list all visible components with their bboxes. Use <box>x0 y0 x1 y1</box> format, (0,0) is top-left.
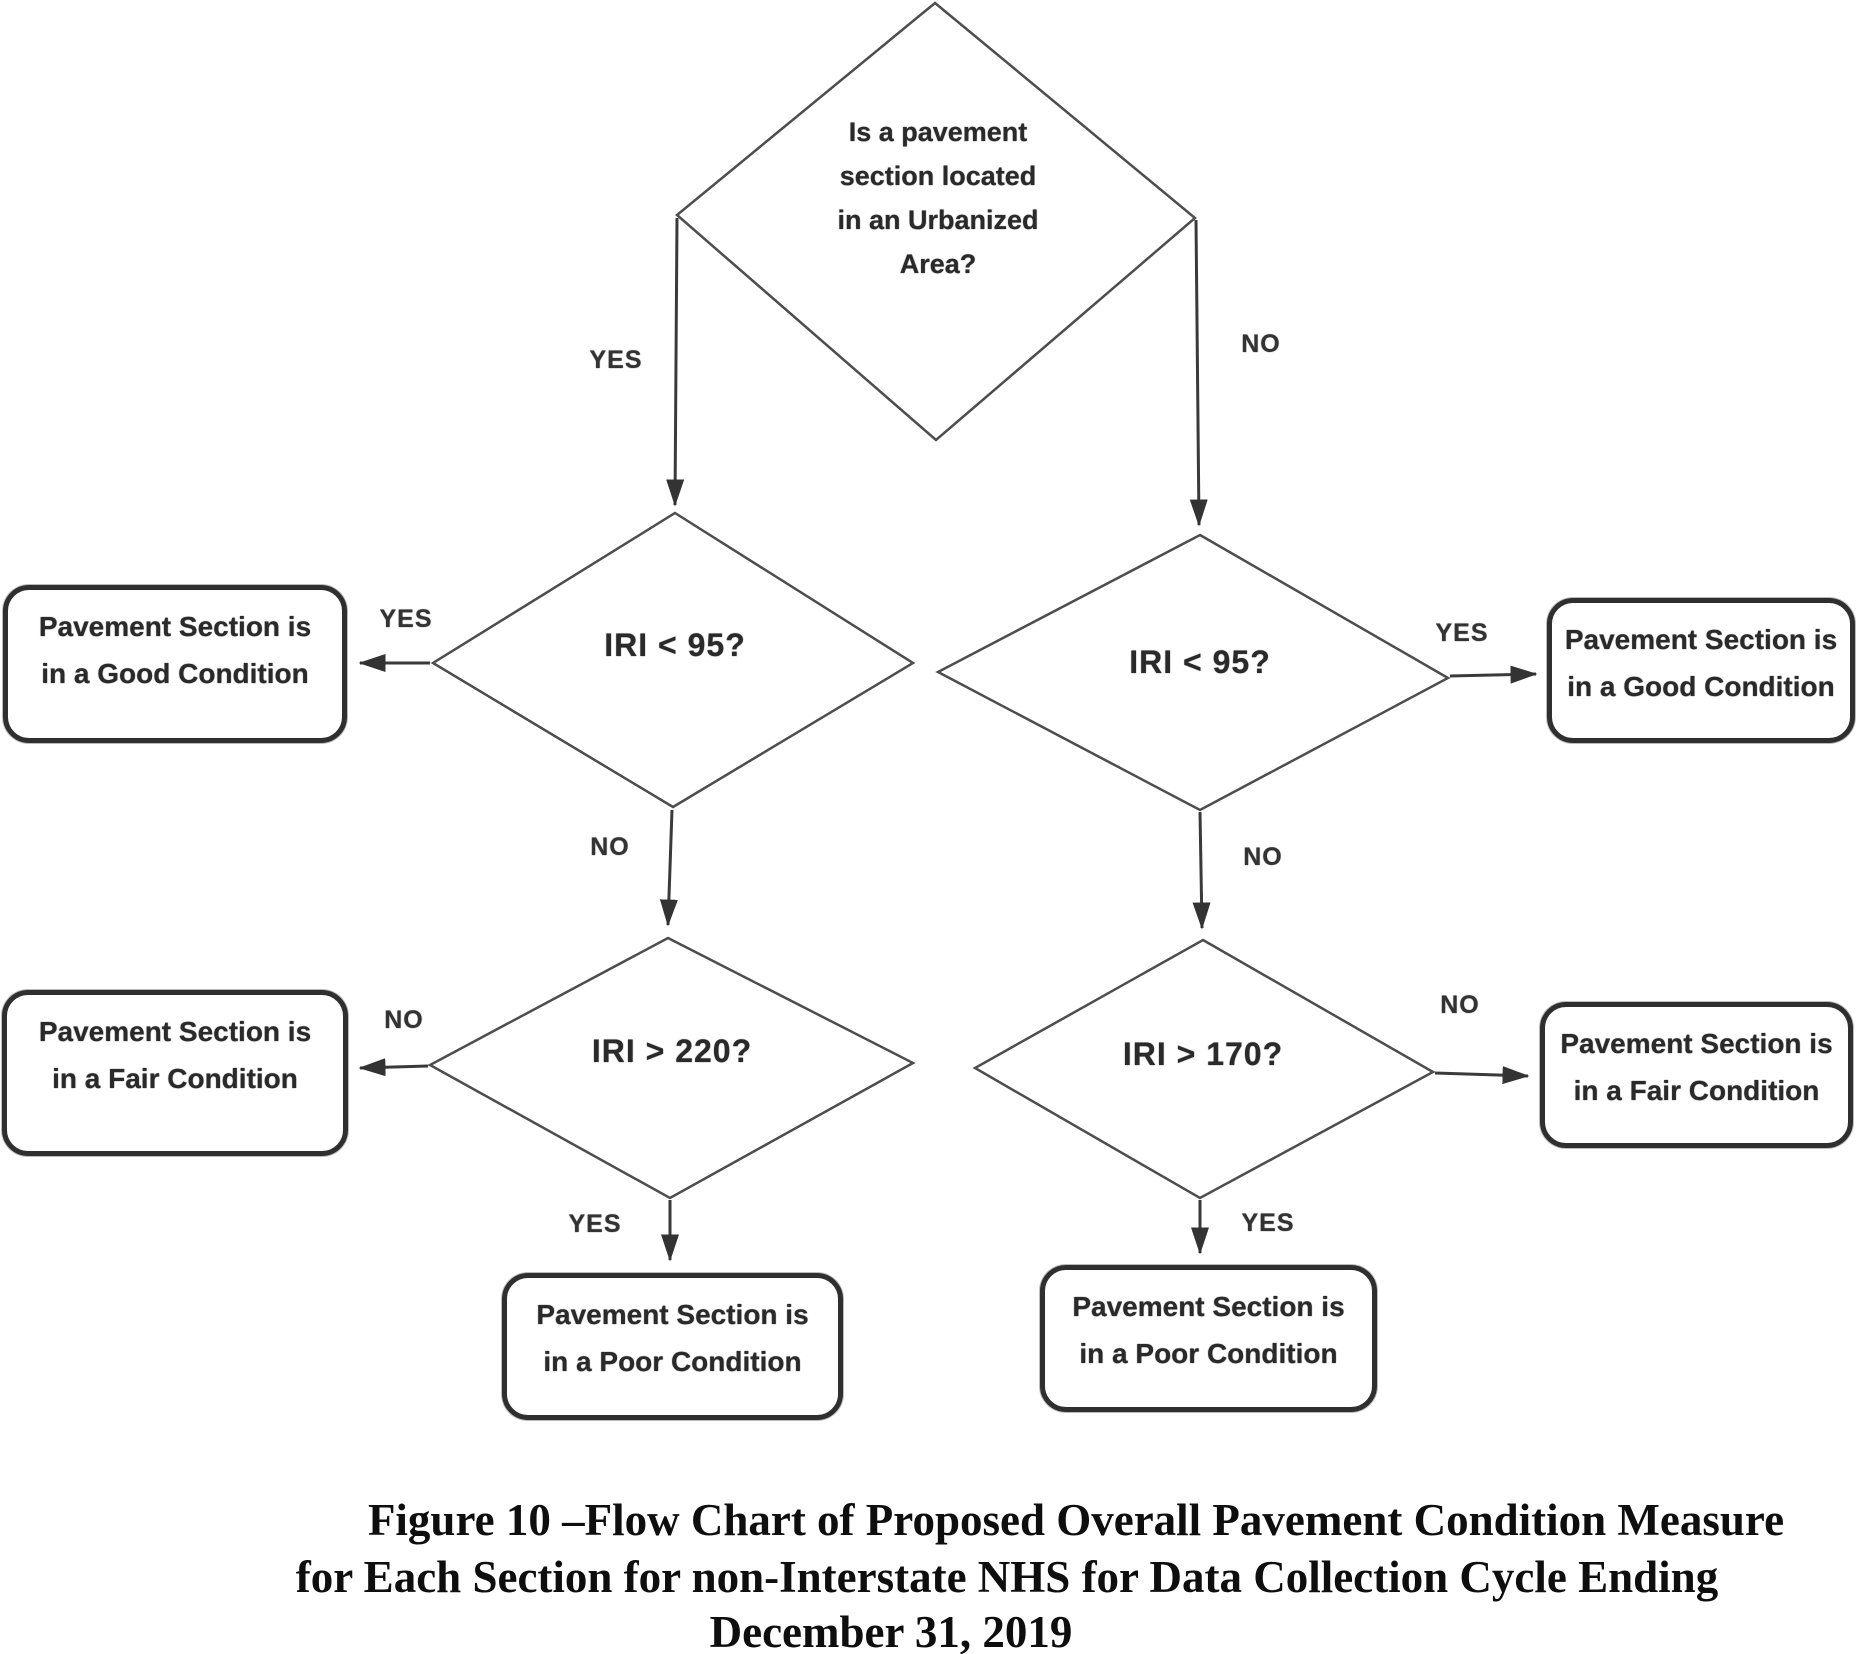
urbanized-iri95-diamond <box>430 511 916 809</box>
non-urbanized-iri95-yes-arrow <box>1449 665 1538 684</box>
urbanized-iri95-no-label: NO <box>590 833 630 861</box>
urbanized-iri220-diamond <box>427 936 916 1200</box>
urbanized-iri220-yes-label: YES <box>568 1210 622 1238</box>
non-urbanized-good-condition-text: Pavement Section is in a Good Condition <box>1564 624 1838 702</box>
non-urbanized-iri170-no-arrow <box>1434 1066 1530 1085</box>
non-urbanized-poor-condition-text: Pavement Section is in a Poor Condition <box>1072 1291 1345 1369</box>
urbanized-iri95-yes-label: YES <box>379 605 433 633</box>
urbanized-iri95-no-arrow <box>659 809 678 927</box>
urbanized-good-condition-box: Pavement Section is in a Good Condition <box>3 585 347 743</box>
root-decision-question: Is a pavement section located in an Urba… <box>837 117 1039 279</box>
caption-line-2: for Each Section for non-Interstate NHS … <box>295 1552 1719 1602</box>
non-urbanized-iri95-no-arrow <box>1192 811 1211 930</box>
caption-line-1: Figure 10 –Flow Chart of Proposed Overal… <box>367 1495 1785 1545</box>
non-urbanized-iri170-yes-label: YES <box>1241 1209 1295 1237</box>
non-urbanized-iri170-diamond <box>972 938 1436 1200</box>
non-urbanized-fair-condition-text: Pavement Section is in a Fair Condition <box>1560 1028 1833 1106</box>
root-yes-label: YES <box>589 346 643 374</box>
urbanized-iri95-question: IRI < 95? <box>604 627 746 663</box>
non-urbanized-iri170-no-label: NO <box>1440 991 1480 1019</box>
non-urbanized-iri95-question: IRI < 95? <box>1129 644 1271 680</box>
root-decision-diamond <box>675 1 1197 442</box>
root-no-arrow <box>1189 219 1208 527</box>
caption-line-3: December 31, 2019 <box>709 1607 1073 1654</box>
urbanized-poor-condition-text: Pavement Section is in a Poor Condition <box>536 1299 809 1377</box>
non-urbanized-iri95-no-label: NO <box>1243 843 1283 871</box>
non-urbanized-fair-condition-box: Pavement Section is in a Fair Condition <box>1540 1002 1853 1148</box>
urbanized-iri220-no-arrow <box>358 1058 429 1077</box>
non-urbanized-iri95-yes-label: YES <box>1435 619 1489 647</box>
non-urbanized-good-condition-box: Pavement Section is in a Good Condition <box>1547 598 1855 743</box>
urbanized-poor-condition-box: Pavement Section is in a Poor Condition <box>502 1273 843 1420</box>
urbanized-fair-condition-box: Pavement Section is in a Fair Condition <box>2 990 348 1156</box>
urbanized-fair-condition-text: Pavement Section is in a Fair Condition <box>38 1016 312 1094</box>
root-yes-arrow <box>666 217 685 507</box>
urbanized-good-condition-text: Pavement Section is in a Good Condition <box>38 611 312 689</box>
urbanized-iri220-question: IRI > 220? <box>591 1033 753 1069</box>
non-urbanized-poor-condition-box: Pavement Section is in a Poor Condition <box>1040 1265 1377 1412</box>
non-urbanized-iri170-question: IRI > 170? <box>1122 1036 1284 1072</box>
urbanized-iri220-no-label: NO <box>384 1006 424 1034</box>
root-no-label: NO <box>1241 330 1281 358</box>
non-urbanized-iri95-diamond <box>935 533 1451 812</box>
